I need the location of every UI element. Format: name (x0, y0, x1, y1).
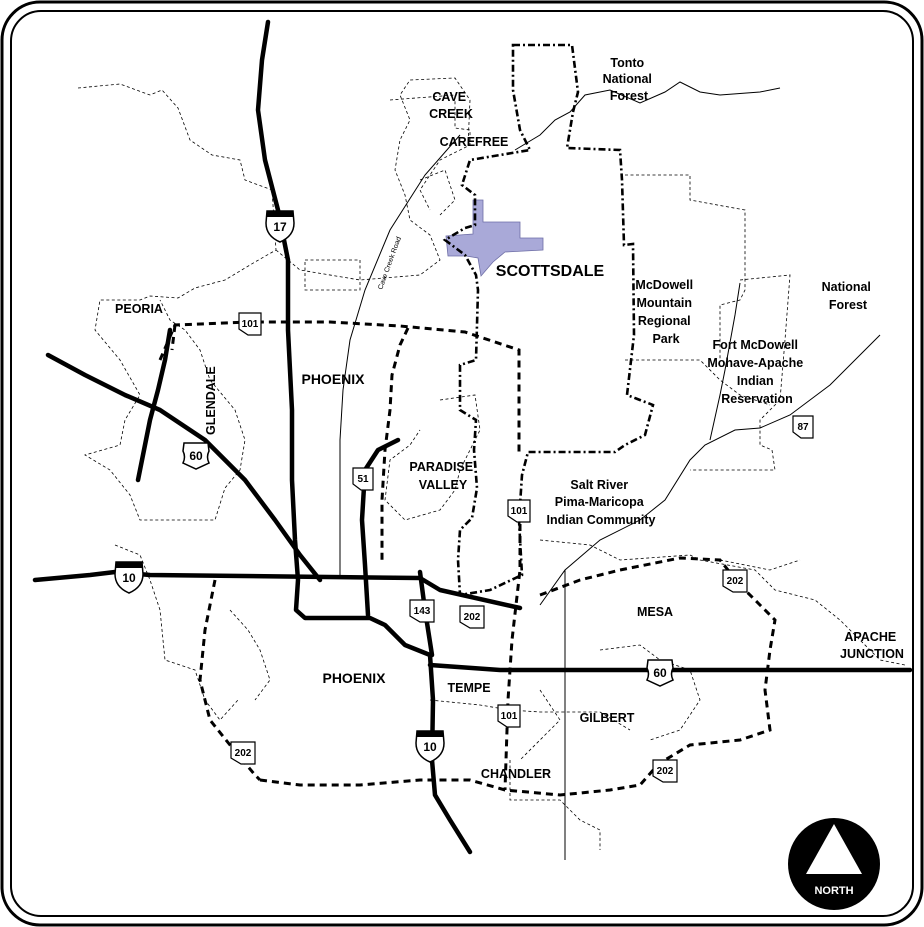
boundary-phoenix-north (275, 77, 471, 281)
freeways (32, 19, 913, 855)
compass-label: NORTH (814, 885, 853, 897)
shield-sr143: 143 (409, 599, 435, 623)
svg-text:202: 202 (464, 612, 481, 623)
svg-text:10: 10 (423, 740, 437, 754)
cave-creek-road (339, 134, 461, 575)
shield-sr87: 87 (792, 415, 814, 439)
svg-text:60: 60 (189, 449, 203, 463)
shield-us60-east: 60 (645, 659, 675, 687)
boundary-tempe-east (519, 689, 561, 761)
label-carefree: CAREFREE (440, 135, 509, 149)
north-compass: NORTH (788, 818, 880, 910)
loop-202-south (259, 759, 664, 797)
place-labels: Tonto National Forest CAVE CREEK CAREFRE… (115, 56, 904, 781)
boundary-chandler-south (429, 699, 631, 731)
boundary-peoria-west (77, 83, 277, 521)
sr51 (359, 437, 401, 618)
label-glendale: GLENDALE (204, 366, 218, 435)
svg-text:17: 17 (273, 220, 287, 234)
boundary-west-valley (114, 544, 239, 721)
glendale-branch (135, 327, 173, 483)
boundary-sw-phoenix (229, 609, 271, 701)
boundary-misc-1 (304, 259, 361, 291)
boundary-misc-2 (419, 169, 456, 216)
boundary-salt-river-south (539, 539, 906, 666)
svg-text:202: 202 (657, 766, 674, 777)
boundary-chandler-se (509, 760, 601, 850)
shield-sr101-central: 101 (507, 499, 531, 523)
label-chandler: CHANDLER (481, 767, 551, 781)
ft-mcdowell-west-edge (709, 282, 741, 441)
us60-east (427, 662, 913, 673)
boundary-mesa-ne (719, 559, 801, 571)
boundary-mcdowell-park (625, 174, 746, 360)
svg-text:60: 60 (653, 666, 667, 680)
label-tonto-national-forest: Tonto National Forest (603, 56, 656, 103)
shield-sr202-east: 202 (722, 569, 748, 593)
label-mesa: MESA (637, 605, 673, 619)
label-paradise-valley: PARADISE VALLEY (409, 460, 476, 492)
loop-freeways (158, 320, 777, 797)
svg-text:87: 87 (797, 422, 809, 433)
label-fort-mcdowell: Fort McDowell Mohave-Apache Indian Reser… (707, 338, 806, 406)
loop-101-south (503, 500, 522, 791)
loop-101-north (158, 320, 521, 452)
boundary-mid-horizontal (625, 359, 771, 406)
thin-solid-lines (339, 81, 881, 860)
label-tempe: TEMPE (447, 681, 490, 695)
label-gilbert: GILBERT (580, 711, 635, 725)
label-peoria: PEORIA (115, 302, 163, 316)
us60-west (45, 352, 323, 583)
svg-text:202: 202 (235, 748, 252, 759)
svg-text:101: 101 (501, 711, 518, 722)
label-national-forest: National Forest (822, 280, 875, 312)
salt-river (539, 334, 881, 606)
shield-sr202-southeast: 202 (652, 759, 678, 783)
label-scottsdale: SCOTTSDALE (496, 263, 605, 280)
boundary-paradise-valley (384, 394, 481, 521)
loop-202-southwest (198, 579, 262, 782)
tonto-boundary (514, 81, 781, 151)
shield-sr202-central: 202 (459, 605, 485, 629)
svg-text:101: 101 (511, 506, 528, 517)
loop-202-east (539, 556, 777, 762)
inner-frame (10, 10, 914, 917)
scottsdale-highlight-area (445, 199, 544, 277)
svg-text:202: 202 (727, 576, 744, 587)
label-cave-creek: CAVE CREEK (429, 90, 473, 121)
boundary-fort-mcdowell (690, 274, 791, 471)
svg-text:143: 143 (414, 606, 431, 617)
shield-i10-west: 10 (114, 561, 144, 594)
svg-text:101: 101 (242, 319, 259, 330)
svg-text:10: 10 (122, 571, 136, 585)
shield-i10-south: 10 (415, 730, 445, 763)
loop-101-central (380, 327, 410, 560)
i17 (255, 19, 473, 855)
svg-text:51: 51 (357, 474, 369, 485)
label-phoenix-north: PHOENIX (301, 371, 365, 387)
label-phoenix-south: PHOENIX (322, 670, 386, 686)
loop-101-west (170, 324, 177, 351)
shield-sr202-southwest: 202 (230, 741, 256, 765)
scottsdale-boundary (442, 43, 655, 597)
i10-west (32, 569, 523, 611)
north-arrow-icon (806, 824, 862, 874)
label-salt-river-community: Salt River Pima-Maricopa Indian Communit… (546, 478, 655, 527)
shield-sr51: 51 (352, 467, 374, 491)
label-apache-junction: APACHE JUNCTION (840, 630, 904, 661)
shield-i17: 17 (265, 210, 295, 243)
shield-us60-west: 60 (181, 442, 211, 470)
municipal-boundaries (77, 77, 906, 850)
boundary-gilbert (599, 644, 701, 741)
label-mcdowell-park: McDowell Mountain Regional Park (635, 278, 696, 346)
shield-sr101-south: 101 (497, 704, 521, 728)
shield-sr101-north: 101 (238, 312, 262, 336)
